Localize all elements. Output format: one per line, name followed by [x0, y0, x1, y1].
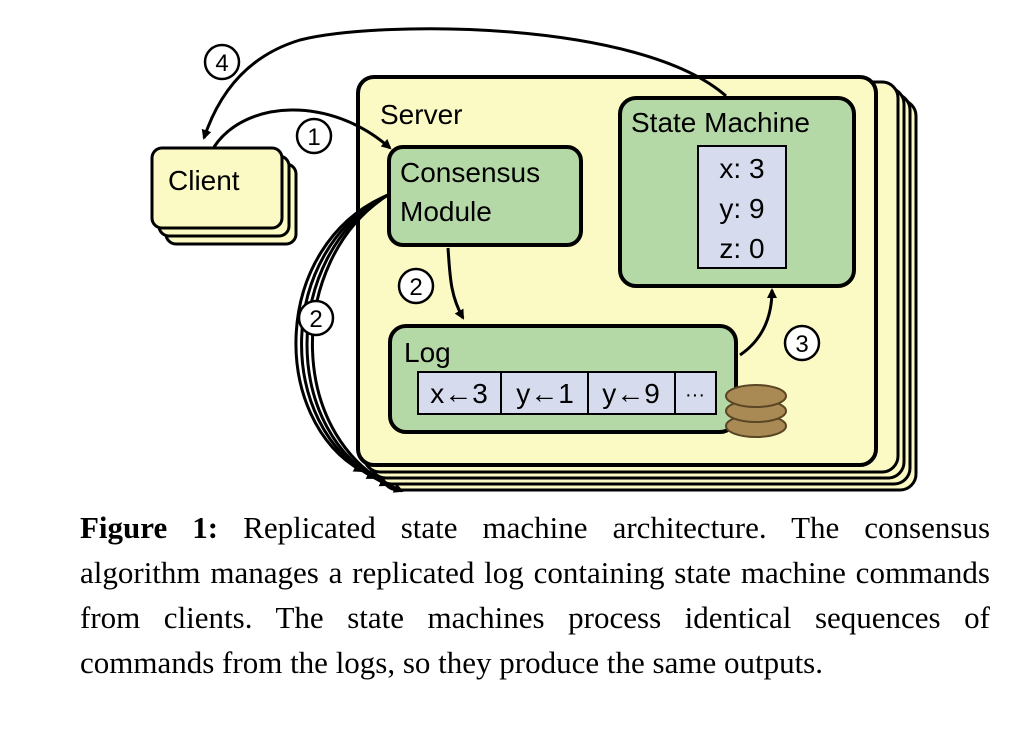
log: Log x←3 y←1 y←9 ··· [388, 324, 738, 434]
log-entry: y←1 [516, 378, 574, 409]
log-label: Log [404, 337, 451, 368]
arrow-replicate [310, 193, 404, 493]
consensus-module: Consensus Module [387, 145, 583, 247]
arrow-log-to-state-machine [739, 288, 777, 357]
svg-text:2: 2 [309, 306, 322, 333]
step-marker-2: 2 [397, 267, 435, 305]
client-stack: Client [150, 146, 298, 246]
consensus-label-line2: Module [400, 196, 492, 227]
svg-text:3: 3 [795, 331, 808, 358]
client-box [150, 146, 284, 230]
state-var: z: 0 [719, 233, 764, 264]
client-label: Client [168, 165, 240, 196]
log-entry: ··· [685, 384, 705, 406]
arrow-replicate [300, 193, 389, 480]
arrow-state-machine-to-client [201, 27, 727, 140]
state-vars-box [697, 145, 787, 269]
state-machine: State Machine x: 3 y: 9 z: 0 [618, 96, 856, 288]
log-entry: x←3 [430, 378, 488, 409]
step-marker-3: 3 [783, 324, 821, 362]
figure-caption-text: Replicated state machine architecture. T… [80, 510, 991, 680]
svg-text:2: 2 [409, 274, 422, 301]
svg-text:1: 1 [307, 124, 320, 151]
replicated-state-machine-diagram: Client Server Consensus Module State Mac… [150, 27, 918, 493]
figure-label: Figure 1: [80, 510, 219, 545]
arrow-client-to-consensus [212, 108, 392, 150]
storage-disk-icon [725, 384, 787, 438]
server-label: Server [380, 99, 462, 130]
log-entry: y←9 [602, 378, 660, 409]
log-entries-box [417, 371, 717, 415]
state-var: x: 3 [719, 153, 764, 184]
arrow-consensus-to-log [446, 247, 465, 320]
step-marker-1: 1 [295, 117, 333, 155]
arrow-replicate [305, 193, 390, 487]
arrow-replicate [294, 193, 389, 473]
step-marker-2-replicate: 2 [297, 299, 335, 337]
arrows [201, 27, 777, 493]
consensus-label-line1: Consensus [400, 157, 540, 188]
figure-caption: Figure 1: Replicated state machine archi… [80, 505, 990, 685]
svg-text:4: 4 [215, 50, 228, 77]
state-machine-label: State Machine [631, 107, 810, 138]
step-marker-4: 4 [203, 43, 241, 81]
state-var: y: 9 [719, 193, 764, 224]
